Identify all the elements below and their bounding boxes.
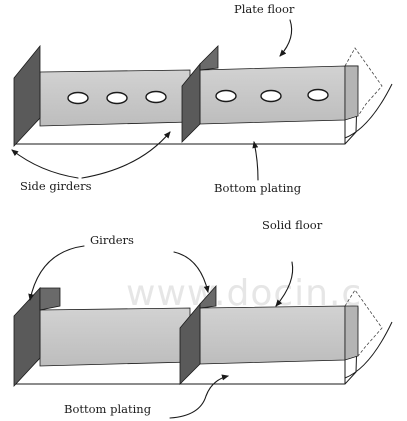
label-bottom-bottom-plating: Bottom plating: [64, 402, 152, 416]
bottom-sea-curve: [344, 321, 393, 379]
bottom-dashed-continuation: [344, 289, 383, 357]
solid-floor-figure: Girders Solid floor Bottom plating: [13, 218, 393, 419]
arrow-plate-floor: [279, 19, 293, 57]
label-girders: Girders: [90, 233, 134, 247]
arrow-solid-floor: [275, 261, 294, 307]
top-middle-girder-top: [199, 45, 219, 71]
arrow-side-girder-middle: [81, 131, 171, 179]
arrow-top-bottom-plating: [252, 141, 259, 181]
arrow-bottom-bottom-plating: [169, 374, 229, 419]
arrow-girder-left: [28, 245, 85, 301]
lightening-hole: [215, 89, 237, 103]
lightening-hole: [260, 89, 282, 103]
lightening-holes: [67, 88, 329, 105]
top-middle-girder: [181, 62, 201, 143]
arrow-girder-middle: [173, 251, 210, 293]
top-dashed-continuation: [344, 47, 383, 117]
arrow-side-girder-left: [11, 149, 79, 179]
bottom-girder-left: [13, 286, 41, 388]
lightening-hole: [307, 88, 329, 102]
label-side-girders: Side girders: [20, 179, 92, 193]
bottom-girder-middle: [179, 302, 201, 385]
top-side-girder-left: [13, 44, 41, 148]
label-top-bottom-plating: Bottom plating: [214, 181, 302, 195]
lightening-hole: [145, 90, 167, 104]
top-sea-curve: [344, 83, 393, 139]
solid-floor-right: [199, 305, 346, 365]
label-plate-floor: Plate floor: [234, 2, 295, 16]
lightening-hole: [106, 91, 128, 105]
plate-floor-figure: Plate floor Side girders Bottom plating: [11, 2, 393, 195]
bottom-girder-middle-top: [199, 284, 217, 309]
solid-floor-end: [344, 305, 359, 361]
bottom-girder-left-top: [39, 287, 61, 311]
label-solid-floor: Solid floor: [262, 218, 323, 232]
top-plate-floor-end: [344, 65, 359, 121]
solid-floor-left: [39, 307, 191, 367]
lightening-hole: [67, 91, 89, 105]
